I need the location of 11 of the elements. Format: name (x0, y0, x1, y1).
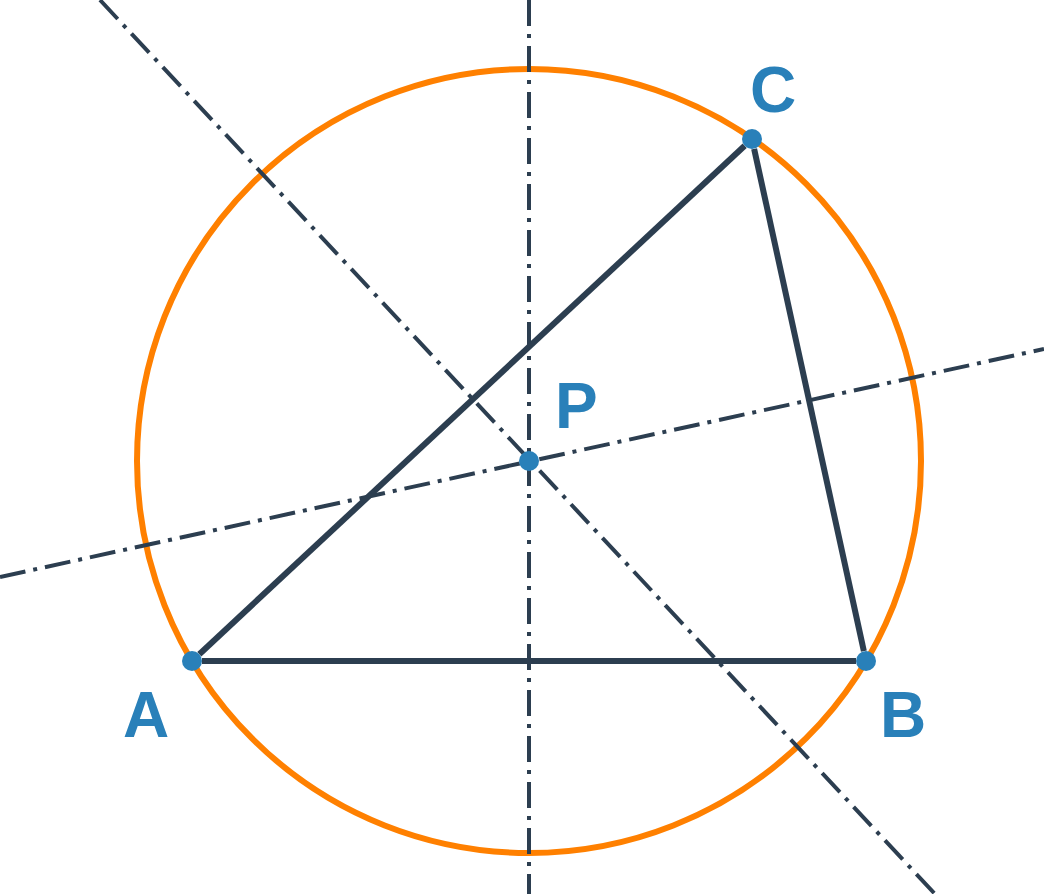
point-dot (856, 651, 876, 671)
point-dot (182, 651, 202, 671)
point-dot (519, 451, 539, 471)
point-label: A (123, 683, 170, 747)
point-label: C (750, 58, 797, 122)
point-label: P (555, 374, 598, 438)
triangle-side (202, 658, 856, 664)
point-label: B (880, 683, 927, 747)
triangle-side (197, 143, 747, 657)
triangle-side (751, 148, 867, 652)
point-dot (742, 129, 762, 149)
